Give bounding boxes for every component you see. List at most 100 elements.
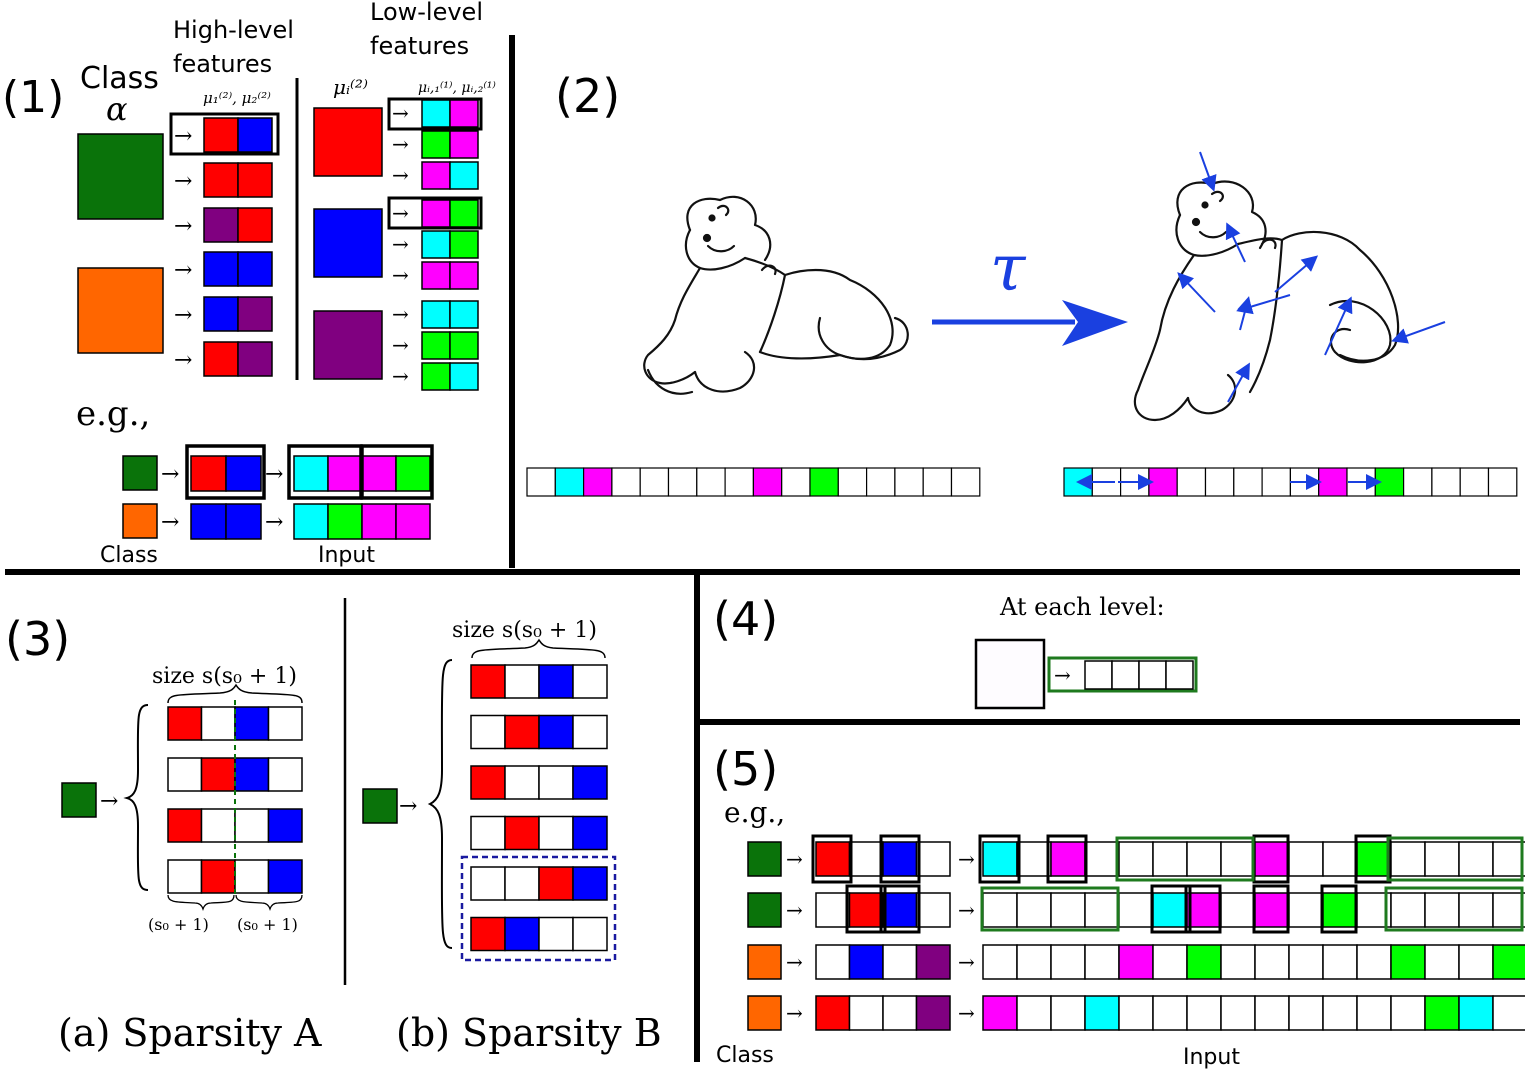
input-cell	[1390, 892, 1426, 928]
feature-cell	[449, 300, 479, 329]
example-cell	[190, 503, 227, 540]
highlight-box	[1184, 884, 1222, 934]
sparsity-cell	[572, 714, 608, 750]
input-cell	[1152, 995, 1188, 1031]
example-cell	[395, 503, 431, 540]
high-level-cell	[915, 892, 951, 928]
high-level-header-line2: features	[173, 50, 272, 78]
sparsity-cell	[267, 859, 303, 894]
input-cell	[1356, 841, 1392, 877]
input-cell	[1390, 841, 1426, 877]
highlight-box	[978, 834, 1021, 884]
panel-5: (5) e.g., →→→→→→→→ Class Input	[713, 742, 1525, 1070]
highlight-box	[1046, 834, 1088, 884]
highlight-box	[1354, 834, 1392, 884]
class-square	[747, 841, 782, 877]
arrow-glyph: →	[958, 898, 975, 922]
sequence-cell	[1402, 467, 1433, 497]
highlight-box	[387, 97, 483, 131]
dog-sketch-deformed	[1133, 180, 1400, 422]
input-cell	[1118, 944, 1154, 980]
high-level-cell	[915, 944, 951, 980]
highlight-box	[879, 834, 921, 884]
example-cell	[225, 503, 262, 540]
sparsity-cell	[470, 916, 506, 952]
sequence-cell	[1459, 467, 1490, 497]
feature-cell	[449, 230, 479, 259]
example-cell	[190, 455, 227, 492]
feature-cell	[421, 161, 451, 190]
class-square-a	[61, 782, 97, 818]
low-level-header-line2: features	[370, 32, 469, 60]
input-cell	[1288, 892, 1324, 928]
input-cell	[1050, 944, 1086, 980]
example-class-square	[122, 503, 158, 539]
class-square	[747, 944, 782, 980]
sequence-cell	[1148, 467, 1178, 497]
feature-cell	[449, 331, 479, 360]
example-cell	[361, 503, 397, 540]
class-square-b	[362, 788, 398, 824]
input-cell	[1492, 841, 1525, 877]
sequence-cell	[1261, 467, 1291, 497]
panel-5-class-caption: Class	[716, 1043, 774, 1068]
sparsity-cell	[538, 765, 574, 800]
feature-square	[313, 107, 383, 177]
high-level-cell	[915, 841, 951, 877]
sparsity-cell	[504, 815, 540, 851]
high-level-cell	[882, 995, 918, 1031]
sparsity-cell	[470, 765, 506, 800]
sparsity-cell	[470, 866, 506, 901]
dog-sketch-original	[643, 195, 909, 395]
high-level-cell	[848, 995, 884, 1031]
bottom-brace-a-left	[167, 894, 235, 912]
input-cell	[1016, 944, 1052, 980]
arrow-glyph: →	[174, 124, 192, 149]
feature-square	[313, 208, 383, 278]
feature-cell	[203, 296, 239, 332]
arrow-glyph: →	[392, 364, 409, 388]
example-cell	[293, 503, 329, 540]
arrow-glyph: →	[786, 847, 803, 871]
highlight-box	[879, 884, 921, 934]
arrow-glyph: →	[174, 169, 192, 194]
input-cell	[982, 995, 1018, 1031]
feature-cell	[421, 99, 451, 128]
input-cell	[1424, 944, 1460, 980]
size-label-a: size s(s₀ + 1)	[152, 664, 297, 689]
panel-5-input-caption: Input	[1183, 1045, 1240, 1070]
feature-cell	[237, 296, 273, 332]
sparsity-cell	[200, 808, 236, 843]
mu-high-label: μ₁⁽²⁾, μ₂⁽²⁾	[203, 89, 271, 107]
sequence-cell	[667, 467, 698, 497]
arrow-glyph: →	[161, 462, 179, 487]
input-cell	[1424, 892, 1460, 928]
input-cell	[1458, 944, 1494, 980]
feature-cell	[203, 251, 239, 287]
arrow-glyph: →	[786, 1001, 803, 1025]
sequence-cell	[696, 467, 726, 497]
example-cell	[327, 503, 363, 540]
generic-class-square	[974, 638, 1046, 710]
input-cell	[1288, 841, 1324, 877]
input-cell	[982, 892, 1018, 928]
input-cell	[1220, 944, 1256, 980]
class-square	[747, 995, 782, 1031]
input-cell	[1322, 995, 1358, 1031]
input-cell	[1288, 995, 1324, 1031]
feature-cell	[237, 162, 273, 198]
panel-5-eg: e.g.,	[724, 796, 785, 829]
feature-cell	[237, 341, 273, 377]
sparsity-cell	[538, 916, 574, 952]
input-cell	[1220, 995, 1256, 1031]
mu-i-label: μᵢ⁽²⁾	[333, 75, 368, 99]
feature-cell	[203, 117, 239, 153]
high-level-cell	[882, 841, 918, 877]
bottom-brace-a-left-label: (s₀ + 1)	[148, 915, 209, 934]
high-level-cell	[815, 841, 851, 877]
panel-1: (1) Class α High-level features μ₁⁽²⁾, μ…	[2, 0, 496, 568]
bottom-brace-a-right-label: (s₀ + 1)	[237, 915, 298, 934]
feature-square	[313, 310, 383, 380]
class-square	[77, 133, 164, 220]
sparsity-cell	[167, 859, 203, 894]
